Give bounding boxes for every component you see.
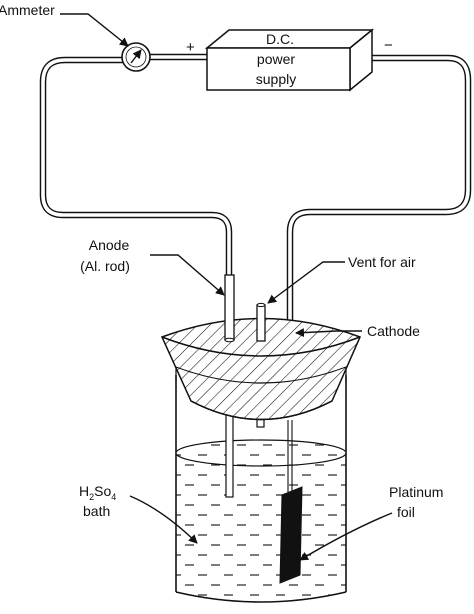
cathode-wire-lower: [287, 420, 293, 492]
platinum-foil-label-line2: foil: [397, 504, 415, 520]
stopper: [160, 317, 362, 421]
vent-leader-line: [267, 261, 345, 304]
ammeter-leader-line: [60, 13, 129, 47]
anode-leader-line: [150, 254, 225, 296]
circuit-wire-left: [39, 56, 233, 284]
platinum-foil-label-line1: Platinum: [389, 484, 443, 500]
anode-label-line2: (Al. rod): [80, 258, 130, 274]
platinum-foil-leader-line: [299, 512, 393, 561]
electrolyte-bath: [175, 439, 347, 602]
bath-leader-line: [129, 495, 198, 544]
bath-label-line1: H2So4: [79, 483, 116, 502]
cathode-leader-line: [295, 328, 362, 338]
cathode-label: Cathode: [367, 323, 420, 339]
power-supply-label-line2: power: [257, 51, 295, 67]
vent-tube-upper: [256, 302, 266, 342]
positive-terminal-sign: +: [186, 39, 195, 56]
power-supply-label-line3: supply: [256, 71, 296, 87]
ammeter-gauge: [121, 42, 151, 72]
anode-rod-lower: [225, 414, 234, 498]
circuit-wire-right: [286, 54, 472, 334]
power-supply-label-line1: D.C.: [266, 31, 294, 47]
dc-power-supply: [204, 28, 375, 92]
platinum-foil: [279, 486, 303, 584]
bath-label-line2: bath: [83, 503, 110, 519]
negative-terminal-sign: −: [384, 37, 393, 54]
anode-label-line1: Anode: [89, 237, 130, 253]
ammeter-label: Ammeter: [0, 2, 55, 18]
vent-label: Vent for air: [348, 254, 416, 270]
anode-rod-upper: [224, 274, 235, 343]
